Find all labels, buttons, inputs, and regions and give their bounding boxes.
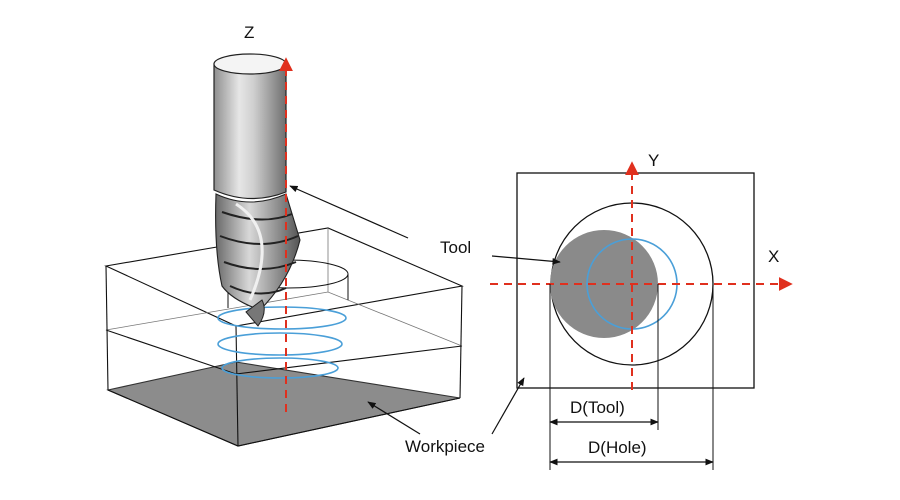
d-tool-label: D(Tool) [570, 398, 625, 417]
workpiece-leader-right [491, 377, 525, 435]
tool-label: Tool [440, 238, 471, 257]
x-axis-label: X [768, 247, 779, 266]
end-mill-tool [213, 53, 301, 327]
z-axis-label: Z [244, 23, 254, 42]
d-hole-label: D(Hole) [588, 438, 647, 457]
workpiece-label: Workpiece [405, 437, 485, 456]
tool-leader-right [491, 255, 561, 265]
helical-toolpath [217, 306, 347, 379]
y-axis-label: Y [648, 151, 659, 170]
workpiece-floor [106, 361, 461, 447]
tool-leader-left [289, 185, 409, 239]
workpiece-leader [367, 401, 421, 435]
workpiece-layer-line [105, 329, 463, 375]
